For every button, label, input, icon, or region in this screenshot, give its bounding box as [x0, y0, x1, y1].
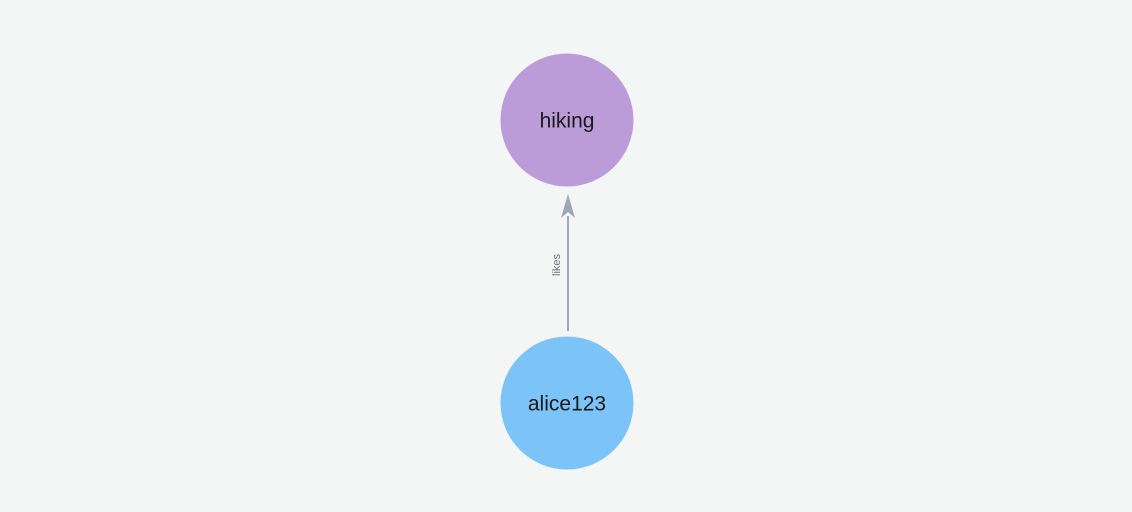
edge-label-likes: likes [551, 254, 563, 277]
edge-alice123-likes-hiking[interactable]: likes [551, 194, 575, 331]
graph-node-hiking[interactable]: hiking [500, 53, 634, 187]
edge-layer: likes [551, 194, 575, 331]
edge-arrowhead-icon [561, 194, 575, 218]
node-circle-alice123[interactable] [500, 336, 634, 470]
node-label-hiking: hiking [540, 110, 595, 133]
graph-node-alice123[interactable]: alice123 [500, 336, 634, 470]
node-circle-hiking[interactable] [500, 53, 634, 187]
node-layer: hiking alice123 [500, 53, 634, 470]
node-label-alice123: alice123 [528, 393, 606, 416]
